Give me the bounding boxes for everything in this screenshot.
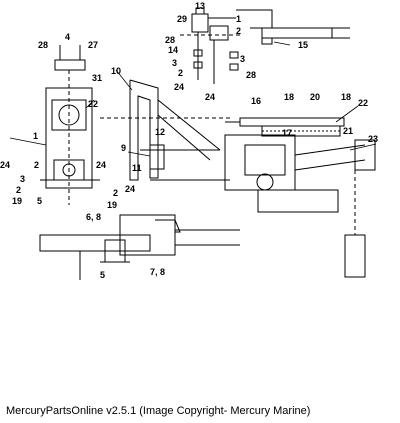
callout-15: 15 (298, 40, 309, 50)
callout-19: 19 (107, 200, 118, 210)
callout-14: 14 (168, 45, 179, 55)
callout-5: 5 (100, 270, 106, 280)
detail-view (39, 214, 240, 280)
callout-2: 2 (113, 188, 119, 198)
callout-13: 13 (195, 1, 206, 11)
callout-27: 27 (88, 40, 99, 50)
callout-2: 2 (236, 26, 242, 36)
callout-2: 2 (16, 185, 22, 195)
callout-2: 2 (178, 68, 184, 78)
callout-24: 24 (205, 92, 216, 102)
callout-24: 24 (0, 160, 11, 170)
callout-21: 21 (343, 126, 354, 136)
callout-22: 22 (88, 99, 99, 109)
callout-6-8: 6, 8 (86, 212, 102, 222)
callout-1: 1 (33, 131, 39, 141)
callout-22: 22 (358, 98, 369, 108)
callout-29: 29 (177, 14, 188, 24)
callout-9: 9 (121, 143, 127, 153)
callout-24: 24 (96, 160, 107, 170)
callout-10: 10 (111, 66, 122, 76)
callout-3: 3 (20, 174, 26, 184)
callout-24: 24 (125, 184, 136, 194)
callout-18: 18 (341, 92, 352, 102)
callout-31: 31 (92, 73, 103, 83)
actuator-housing (150, 134, 376, 278)
callout-3: 3 (240, 54, 246, 64)
callout-16: 16 (251, 96, 262, 106)
left-mount-assembly (40, 45, 100, 205)
top-bracket-assembly (180, 7, 350, 84)
callout-28: 28 (165, 35, 176, 45)
callout-20: 20 (310, 92, 321, 102)
callout-28: 28 (38, 40, 49, 50)
callout-18: 18 (284, 92, 295, 102)
callout-24: 24 (174, 82, 185, 92)
center-frame (100, 79, 230, 181)
copyright-footer: MercuryPartsOnline v2.5.1 (Image Copyrig… (6, 405, 311, 417)
callout-7-8: 7, 8 (150, 267, 166, 277)
callout-28: 28 (246, 70, 257, 80)
callout-17: 17 (282, 128, 293, 138)
callout-4: 4 (65, 32, 71, 42)
callout-23: 23 (368, 134, 379, 144)
callout-3: 3 (172, 58, 178, 68)
callout-19: 19 (12, 196, 23, 206)
callout-2: 2 (34, 160, 40, 170)
callout-1: 1 (236, 14, 242, 24)
callout-11: 11 (132, 163, 142, 173)
leader-lines (9, 41, 377, 157)
cylinder-assembly (225, 117, 345, 137)
callout-5: 5 (37, 196, 43, 206)
callout-12: 12 (155, 127, 166, 137)
